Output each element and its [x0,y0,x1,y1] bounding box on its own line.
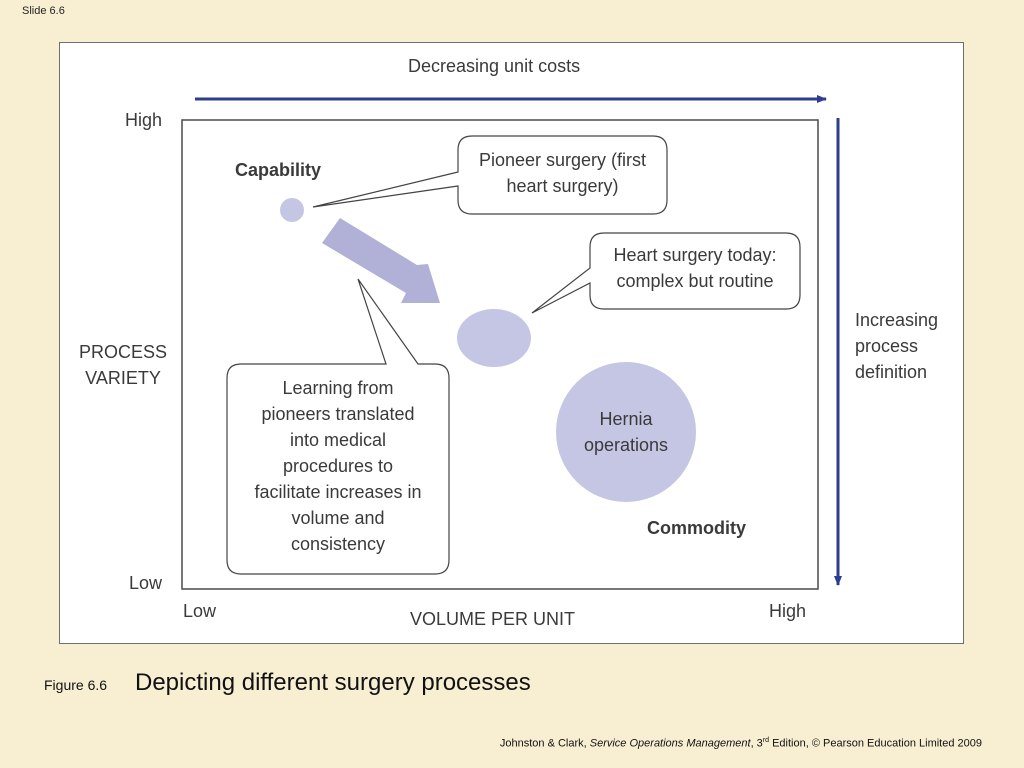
today-callout-line: complex but routine [616,271,774,291]
hernia-bubble [556,362,696,502]
learning-callout-text: Learning from pioneers translated into m… [227,375,449,557]
x-axis-high-label: High [769,601,807,621]
learning-callout-line: facilitate increases in [254,482,422,502]
learning-callout-line: consistency [290,534,386,554]
footer-authors: Johnston & Clark, [499,737,590,750]
hernia-label: Hernia operations [556,406,696,458]
learning-callout-shape [226,278,450,575]
learning-callout-line: into medical [289,430,387,450]
learning-callout-line: volume and [291,508,385,528]
today-callout-line: Heart surgery today: [613,245,777,265]
capability-label: Capability [235,160,322,180]
footer-publisher: Edition, © Pearson Education Limited 200… [769,737,982,750]
today-callout-shape [531,232,801,314]
pioneer-bubble [280,198,304,222]
right-label-line-3: definition [855,362,928,382]
today-callout-text: Heart surgery today: complex but routine [590,242,800,294]
pioneer-callout-text: Pioneer surgery (first heart surgery) [458,147,667,199]
slide-number: Slide 6.6 [22,5,65,17]
decreasing-costs-label: Decreasing unit costs [408,56,581,76]
learning-callout-line: Learning from [282,378,394,398]
footer-book-title: Service Operations Management [589,737,751,750]
pioneer-callout-shape [312,135,668,215]
footer-edition-suffix: rd [762,737,770,744]
copyright-footer: Johnston & Clark, Service Operations Man… [500,737,982,750]
x-axis-low-label: Low [183,601,217,621]
y-axis-high-label: High [125,110,163,130]
right-label-line-2: process [855,336,919,356]
commodity-label: Commodity [647,518,746,538]
y-axis-title-line-2: VARIETY [85,368,161,388]
x-axis-title: VOLUME PER UNIT [410,609,576,629]
plot-frame [181,119,819,590]
learning-callout-line: procedures to [282,456,394,476]
pioneer-callout-line: heart surgery) [506,176,619,196]
figure-number: Figure 6.6 [44,677,108,693]
right-label-line-1: Increasing [855,310,939,330]
learning-callout-line: pioneers translated [261,404,415,424]
footer-edition: , 3 [750,737,763,750]
y-axis-title-line-1: PROCESS [78,342,168,362]
pioneer-callout-line: Pioneer surgery (first [478,150,647,170]
figure-title: Depicting different surgery processes [135,669,531,696]
progression-arrow [322,218,440,303]
heart-surgery-bubble [457,309,531,367]
y-axis-low-label: Low [129,573,163,593]
hernia-label-line: Hernia [599,409,653,429]
hernia-label-line: operations [583,435,669,455]
